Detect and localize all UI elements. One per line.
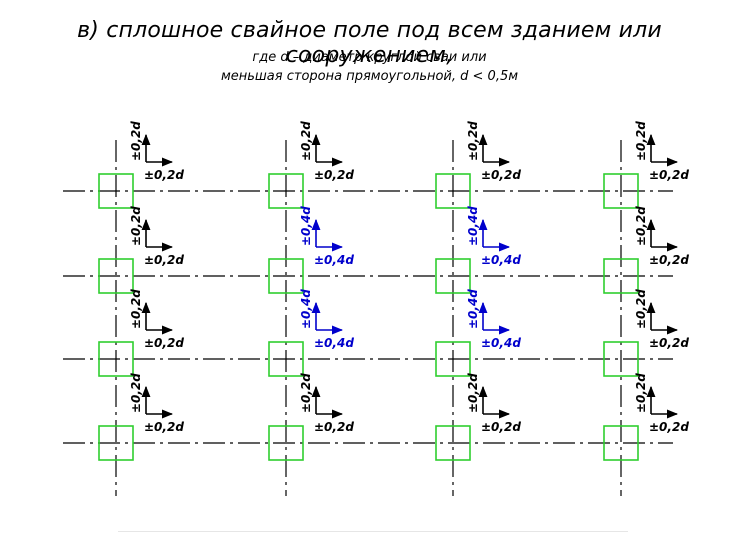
tolerance-label-vertical: ±0,2d [466,121,480,161]
tolerance-marks: ±0,2d±0,2d±0,2d±0,2d±0,2d±0,2d±0,2d±0,2d… [129,121,689,434]
subtitle-line-2: меньшая сторона прямоугольной, d < 0,5м [220,69,519,84]
pile-r1-c4 [603,173,639,209]
tolerance-label-vertical: ±0,2d [634,373,648,413]
tolerance-label-horizontal: ±0,2d [649,420,689,434]
pile-r2-c2 [268,258,304,294]
bottom-divider [118,531,628,532]
pile-r3-c1 [98,341,134,377]
tolerance-label-horizontal: ±0,2d [314,168,354,182]
subtitle-line-1: где d – диаметр круглой сваи или [252,50,487,65]
pile-r1-c2 [268,173,304,209]
pile-r4-c3 [435,425,471,461]
tolerance-mark-r3-c3: ±0,4d±0,4d [466,289,521,350]
tolerance-mark-r1-c4: ±0,2d±0,2d [634,121,689,182]
tolerance-label-vertical: ±0,2d [634,206,648,246]
grid-axes [63,140,673,496]
tolerance-mark-r3-c4: ±0,2d±0,2d [634,289,689,350]
title: в) сплошное свайное поле под всем здание… [77,18,662,68]
tolerance-mark-r2-c2: ±0,4d±0,4d [299,206,354,267]
pile-r3-c3 [435,341,471,377]
tolerance-label-horizontal: ±0,4d [481,336,521,350]
tolerance-mark-r4-c2: ±0,2d±0,2d [299,373,354,434]
tolerance-label-vertical: ±0,2d [634,121,648,161]
tolerance-label-horizontal: ±0,2d [144,253,184,267]
tolerance-mark-r4-c4: ±0,2d±0,2d [634,373,689,434]
pile-r3-c4 [603,341,639,377]
tolerance-label-vertical: ±0,2d [634,289,648,329]
tolerance-label-horizontal: ±0,4d [314,336,354,350]
pile-r4-c4 [603,425,639,461]
tolerance-label-vertical: ±0,4d [299,206,313,246]
pile-r2-c4 [603,258,639,294]
pile-r4-c2 [268,425,304,461]
tolerance-label-vertical: ±0,4d [299,289,313,329]
tolerance-label-vertical: ±0,2d [129,121,143,161]
tolerance-label-horizontal: ±0,2d [649,168,689,182]
tolerance-mark-r3-c1: ±0,2d±0,2d [129,289,184,350]
tolerance-label-vertical: ±0,2d [129,206,143,246]
tolerance-label-vertical: ±0,2d [299,121,313,161]
pile-r4-c1 [98,425,134,461]
tolerance-label-horizontal: ±0,4d [481,253,521,267]
tolerance-label-horizontal: ±0,4d [314,253,354,267]
pile-r1-c1 [98,173,134,209]
tolerance-mark-r4-c3: ±0,2d±0,2d [466,373,521,434]
pile-r2-c1 [98,258,134,294]
tolerance-label-horizontal: ±0,2d [314,420,354,434]
tolerance-mark-r1-c3: ±0,2d±0,2d [466,121,521,182]
tolerance-mark-r2-c4: ±0,2d±0,2d [634,206,689,267]
tolerance-label-horizontal: ±0,2d [649,253,689,267]
piles [98,173,639,461]
tolerance-mark-r3-c2: ±0,4d±0,4d [299,289,354,350]
tolerance-label-vertical: ±0,4d [466,206,480,246]
pile-r2-c3 [435,258,471,294]
tolerance-label-horizontal: ±0,2d [144,168,184,182]
tolerance-label-vertical: ±0,2d [129,373,143,413]
tolerance-label-vertical: ±0,2d [466,373,480,413]
pile-r1-c3 [435,173,471,209]
tolerance-label-vertical: ±0,2d [299,373,313,413]
tolerance-label-horizontal: ±0,2d [649,336,689,350]
tolerance-mark-r2-c3: ±0,4d±0,4d [466,206,521,267]
tolerance-mark-r2-c1: ±0,2d±0,2d [129,206,184,267]
tolerance-mark-r1-c1: ±0,2d±0,2d [129,121,184,182]
tolerance-label-vertical: ±0,2d [129,289,143,329]
tolerance-mark-r1-c2: ±0,2d±0,2d [299,121,354,182]
tolerance-label-horizontal: ±0,2d [481,168,521,182]
tolerance-mark-r4-c1: ±0,2d±0,2d [129,373,184,434]
tolerance-label-horizontal: ±0,2d [144,336,184,350]
pile-r3-c2 [268,341,304,377]
tolerance-label-horizontal: ±0,2d [144,420,184,434]
tolerance-label-vertical: ±0,4d [466,289,480,329]
tolerance-label-horizontal: ±0,2d [481,420,521,434]
